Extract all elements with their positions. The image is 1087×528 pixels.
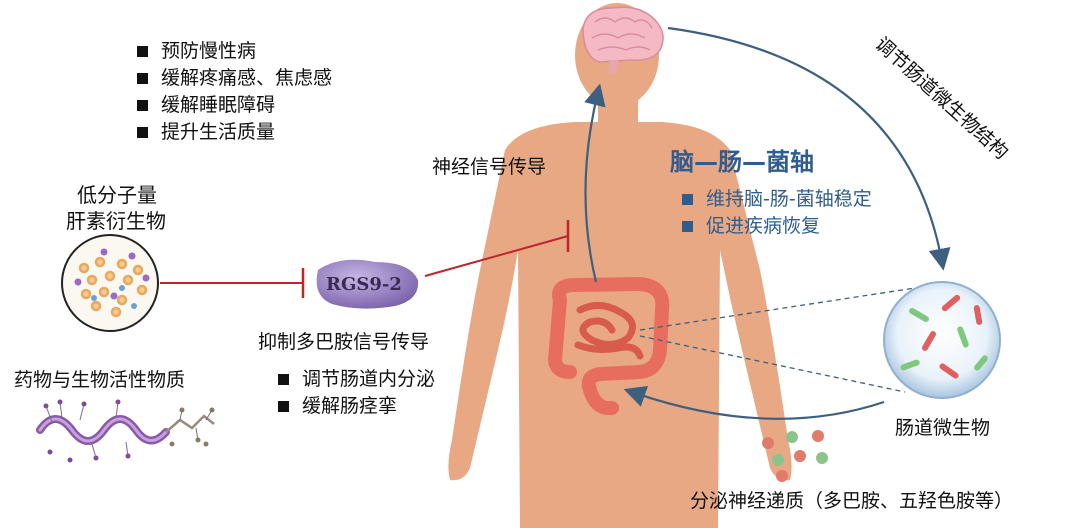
rgs-label: RGS9-2 (326, 274, 402, 295)
lmwh-label-line1: 低分子量 (77, 183, 157, 207)
bullet-square-icon (682, 194, 693, 205)
axis-effect-item: 促进疾病恢复 (680, 213, 872, 240)
secretion-label: 分泌神经递质（多巴胺、五羟色胺等） (690, 490, 1014, 512)
bullet-square-icon (682, 221, 693, 232)
benefits-list: 预防慢性病 缓解疼痛感、焦虑感 缓解睡眠障碍 提升生活质量 (135, 38, 332, 146)
benefit-item: 缓解睡眠障碍 (135, 92, 332, 119)
benefit-item: 缓解疼痛感、焦虑感 (135, 65, 332, 92)
inhibit-dopamine-label: 抑制多巴胺信号传导 (258, 331, 430, 353)
bullet-square-icon (137, 73, 148, 84)
bullet-square-icon (278, 374, 289, 385)
secretion-arrow (623, 385, 885, 420)
lmwh-label: 低分子量 肝素衍生物 (66, 182, 166, 234)
magnify-line-bottom (639, 335, 906, 393)
benefit-item: 预防慢性病 (135, 38, 332, 65)
brain-icon (582, 6, 664, 74)
rgs-blob-icon (316, 259, 419, 309)
neural-arrow (584, 83, 606, 283)
axis-effects-list: 维持脑-肠-菌轴稳定 促进疾病恢复 (680, 186, 872, 240)
drugs-label: 药物与生物活性物质 (14, 369, 186, 391)
bullet-square-icon (278, 401, 289, 412)
neurotransmitter-dots-icon (762, 430, 828, 482)
benefit-item: 提升生活质量 (135, 119, 332, 146)
bullet-square-icon (137, 100, 148, 111)
bullet-square-icon (137, 46, 148, 57)
intestine-icon (547, 276, 670, 416)
rgs-inhibit-line (424, 235, 569, 277)
lmwh-molecule-icon (61, 234, 159, 332)
peptide-helix-icon (36, 399, 215, 463)
axis-effect-item: 维持脑-肠-菌轴稳定 (680, 186, 872, 213)
inhibit-effect-item: 缓解肠痉挛 (276, 393, 435, 420)
regulate-arrow (667, 26, 951, 271)
lmwh-label-line2: 肝素衍生物 (66, 209, 166, 233)
microbiota-label: 肠道微生物 (895, 417, 991, 439)
magnify-line-top (639, 287, 916, 331)
bullet-square-icon (137, 127, 148, 138)
microbiota-dish-icon (883, 281, 1001, 399)
inhibit-effects-list: 调节肠道内分泌 缓解肠痉挛 (276, 366, 435, 420)
human-body (448, 3, 792, 528)
inhibit-effect-item: 调节肠道内分泌 (276, 366, 435, 393)
axis-title: 脑—肠—菌轴 (670, 148, 814, 176)
neural-signal-label: 神经信号传导 (432, 156, 547, 178)
